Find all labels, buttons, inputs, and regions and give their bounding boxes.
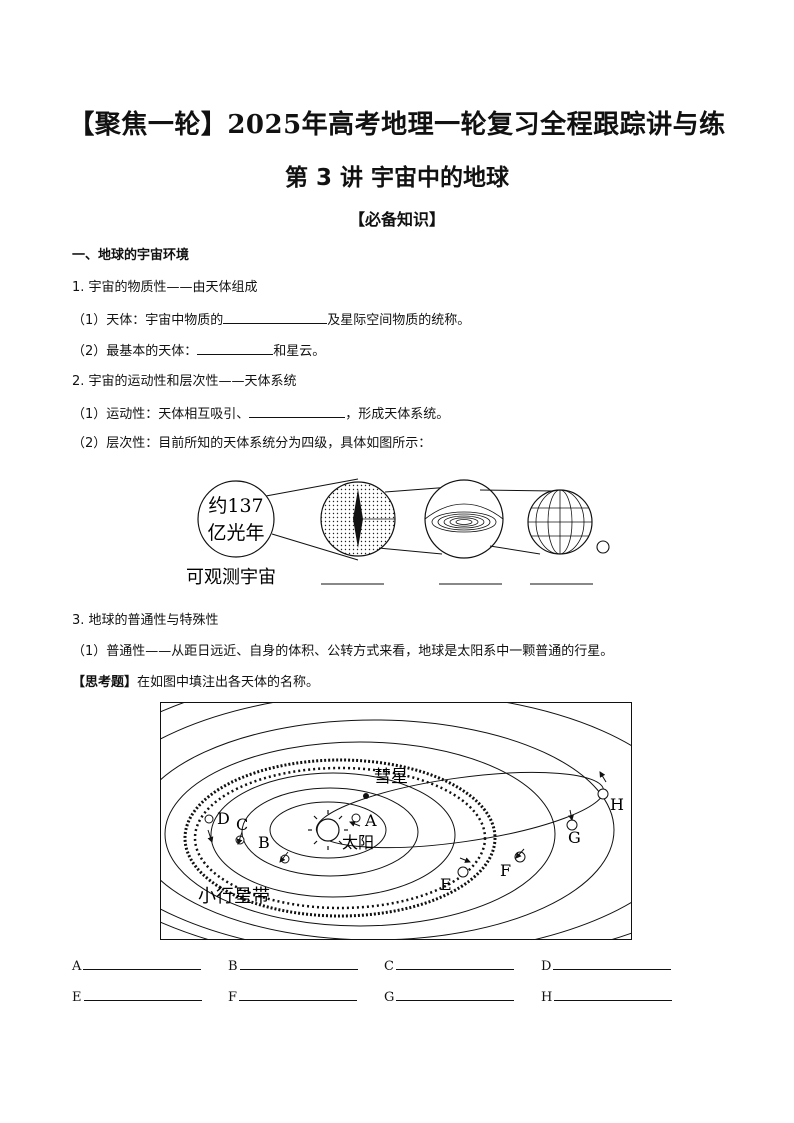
answer-b-blank[interactable]	[239, 957, 358, 970]
point-1-2: （2）最基本的天体： 和星云。	[72, 342, 325, 360]
point-2: 2. 宇宙的运动性和层次性——天体系统	[72, 374, 297, 389]
planet-label-b: B	[258, 833, 270, 852]
point-1-1-text-a: （1）天体：宇宙中物质的	[72, 313, 224, 328]
answer-b[interactable]: B	[228, 957, 358, 974]
answer-e-blank[interactable]	[83, 988, 202, 1001]
answer-f[interactable]: F	[228, 988, 358, 1005]
planet-label-e: E	[440, 875, 452, 894]
point-1-2-text-b: 和星云。	[273, 344, 326, 359]
fill-blank-1[interactable]	[223, 311, 328, 324]
answer-a-label: A	[72, 959, 82, 974]
point-1-1-text-b: 及星际空间物质的统称。	[327, 313, 471, 328]
section-heading: 【必备知识】	[348, 210, 445, 229]
answer-g-label: G	[384, 990, 395, 1005]
answer-a[interactable]: A	[72, 957, 202, 974]
answer-e-label: E	[72, 990, 82, 1005]
planet-label-a: A	[364, 811, 377, 830]
document-title: 【聚焦一轮】2025年高考地理一轮复习全程跟踪讲与练	[68, 110, 726, 140]
answer-d-label: D	[541, 959, 552, 974]
point-2-1: （1）运动性：天体相互吸引、 ，形成天体系统。	[72, 405, 449, 423]
answer-c-blank[interactable]	[395, 957, 514, 970]
point-1-2-text-a: （2）最基本的天体：	[72, 344, 198, 359]
planet-label-h: H	[610, 795, 624, 814]
sun-label: 太阳	[342, 833, 374, 852]
answer-h-blank[interactable]	[554, 988, 673, 1001]
fill-blank-2[interactable]	[197, 342, 274, 355]
answer-b-label: B	[228, 959, 238, 974]
point-3-1: （1）普通性——从距日远近、自身的体积、公转方式来看，地球是太阳系中一颗普通的行…	[72, 644, 614, 659]
comet-label: 彗星	[374, 767, 408, 787]
heading-cosmic-environment: 一、地球的宇宙环境	[72, 248, 190, 263]
universe-size-line2: 亿光年	[207, 522, 264, 544]
answer-g-blank[interactable]	[396, 988, 515, 1001]
planet-label-d: D	[217, 809, 230, 828]
planet-label-c: C	[236, 815, 248, 834]
celestial-hierarchy-figure: 约137 亿光年 可观测宇宙	[186, 478, 610, 588]
solar-system-figure: 太阳 彗星 A B C D E F G H 小行星带	[160, 702, 632, 940]
answer-g[interactable]: G	[384, 988, 515, 1005]
moon-icon	[596, 540, 610, 554]
answer-d[interactable]: D	[541, 957, 672, 974]
planet-label-g: G	[568, 828, 581, 847]
observable-universe-caption: 可观测宇宙	[186, 567, 276, 588]
point-1: 1. 宇宙的物质性——由天体组成	[72, 280, 258, 295]
answer-a-blank[interactable]	[83, 957, 202, 970]
answer-f-label: F	[228, 990, 238, 1005]
think-text: 在如图中填注出各天体的名称。	[137, 675, 320, 690]
point-2-2: （2）层次性：目前所知的天体系统分为四级，具体如图所示：	[72, 436, 432, 451]
observable-universe-circle	[197, 480, 275, 558]
think-label: 【思考题】	[72, 675, 138, 690]
galaxy-disk-icon	[353, 489, 363, 548]
sun-icon	[316, 818, 340, 842]
point-3: 3. 地球的普通性与特殊性	[72, 613, 219, 628]
point-2-1-text-a: （1）运动性：天体相互吸引、	[72, 407, 250, 422]
answer-h[interactable]: H	[541, 988, 673, 1005]
comet-icon	[363, 793, 369, 799]
point-2-1-text-b: ，形成天体系统。	[345, 407, 450, 422]
answer-f-blank[interactable]	[239, 988, 358, 1001]
answer-c-label: C	[384, 959, 394, 974]
answer-c[interactable]: C	[384, 957, 514, 974]
universe-size-line1: 约137	[208, 495, 263, 517]
lecture-title: 第 3 讲 宇宙中的地球	[284, 165, 510, 191]
point-1-1: （1）天体：宇宙中物质的 及星际空间物质的统称。	[72, 311, 470, 329]
planet-label-f: F	[500, 861, 511, 880]
answer-d-blank[interactable]	[553, 957, 672, 970]
fill-blank-3[interactable]	[249, 405, 346, 418]
think-question: 【思考题】在如图中填注出各天体的名称。	[72, 675, 319, 691]
answer-e[interactable]: E	[72, 988, 202, 1005]
answer-h-label: H	[541, 990, 553, 1005]
asteroid-belt-label: 小行星带	[198, 886, 270, 907]
